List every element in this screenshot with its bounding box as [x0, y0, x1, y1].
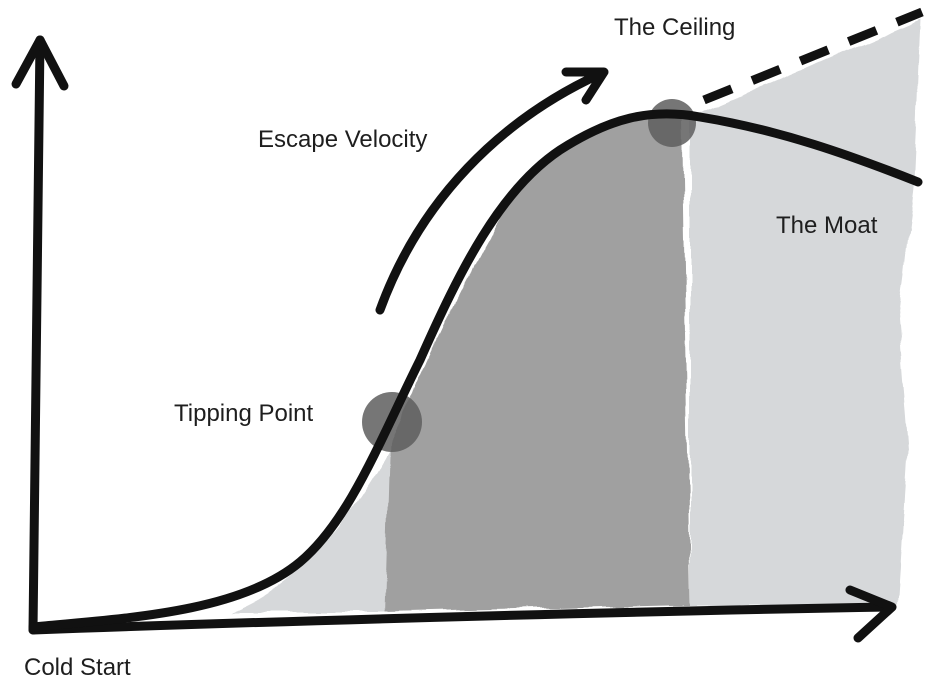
tipping-point-label: Tipping Point: [174, 400, 314, 427]
x-axis-arrowhead: [845, 585, 897, 643]
ceiling-dashed-line: [702, 7, 924, 105]
escape-velocity-label: Escape Velocity: [258, 126, 428, 153]
ceiling-point-marker: [648, 99, 696, 147]
moat-label: The Moat: [776, 212, 878, 239]
y-axis-line: [28, 35, 45, 635]
x-axis-line: [28, 602, 895, 635]
y-axis-arrowhead: [11, 35, 69, 91]
ceiling-label: The Ceiling: [614, 14, 736, 41]
cold-start-label: Cold Start: [24, 654, 131, 681]
escape-velocity-arrow: [375, 69, 605, 315]
moat-region-shading: [232, 18, 922, 612]
growth-region-shading: [385, 117, 690, 612]
growth-s-curve: [28, 109, 923, 632]
escape-velocity-arrowhead: [561, 67, 609, 105]
